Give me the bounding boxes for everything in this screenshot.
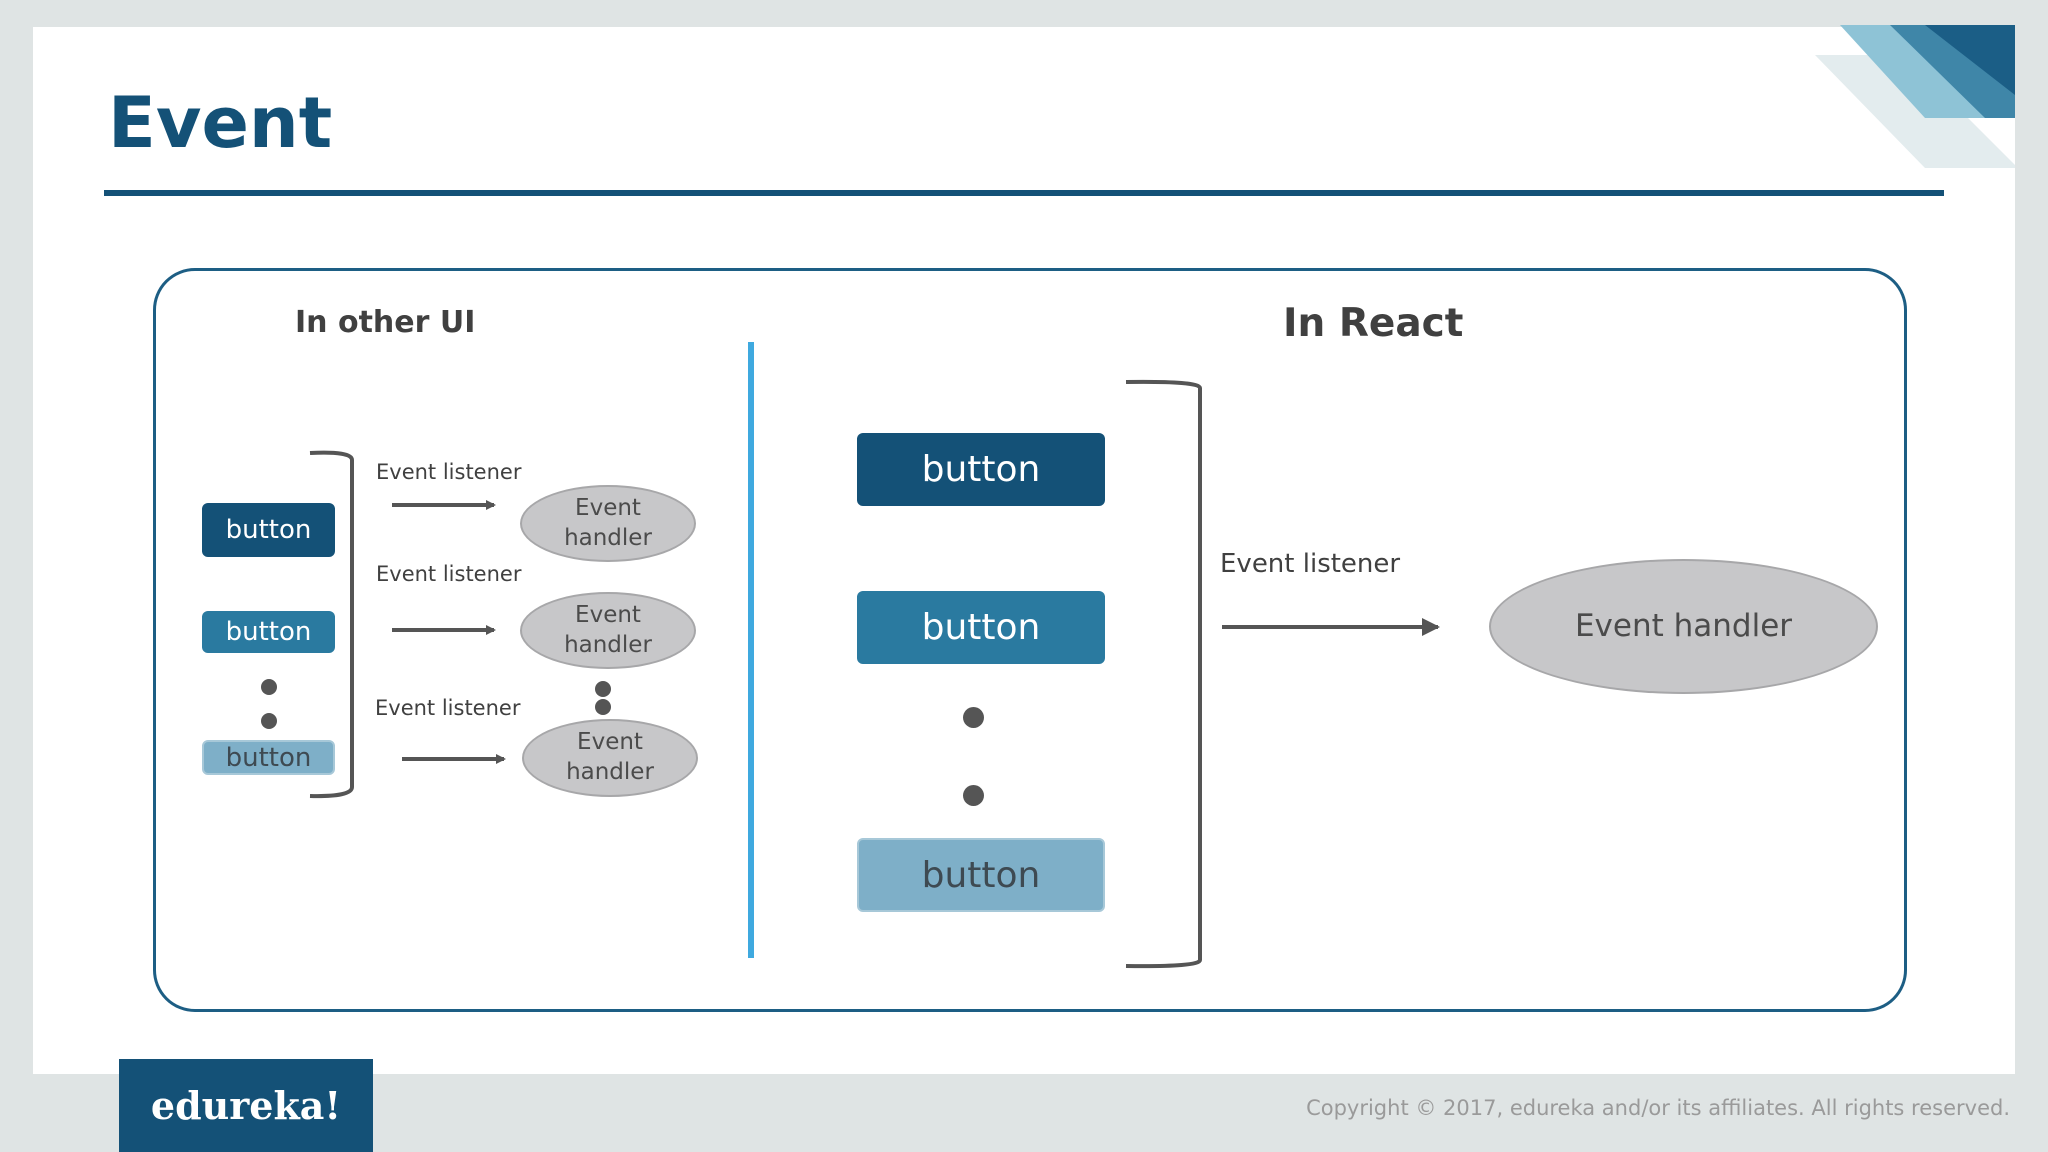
left-button-2[interactable]: button	[202, 611, 335, 653]
right-button-3[interactable]: button	[857, 838, 1105, 912]
right-ellipsis-dot	[963, 785, 984, 806]
right-ellipsis-dot	[963, 707, 984, 728]
left-event-handler-3: Event handler	[522, 719, 698, 797]
left-handler-ellipsis-dot	[595, 699, 611, 715]
right-button-2[interactable]: button	[857, 591, 1105, 664]
diagram-frame	[153, 268, 1907, 1012]
left-button-1[interactable]: button	[202, 503, 335, 557]
slide-title: Event	[108, 82, 333, 164]
left-listener-label-1: Event listener	[376, 460, 522, 484]
left-handler-label-1: Event handler	[564, 494, 652, 551]
right-bracket	[1125, 379, 1202, 969]
right-panel-heading: In React	[1283, 301, 1464, 346]
left-event-handler-1: Event handler	[520, 485, 696, 562]
left-ellipsis-dot	[261, 713, 277, 729]
left-handler-label-3: Event handler	[566, 729, 654, 785]
left-listener-label-3: Event listener	[375, 696, 521, 720]
corner-ribbon-dark	[1925, 25, 2015, 95]
left-bracket	[309, 450, 354, 799]
right-listener-label: Event listener	[1220, 549, 1401, 579]
edureka-logo: edureka!	[119, 1059, 373, 1152]
right-button-1[interactable]: button	[857, 433, 1105, 506]
title-underline	[104, 190, 1944, 196]
left-handler-label-2: Event handler	[564, 601, 652, 658]
left-ellipsis-dot	[261, 679, 277, 695]
corner-ribbon-mid	[1890, 25, 2015, 118]
right-event-handler: Event handler	[1489, 559, 1878, 694]
logo-text: edureka!	[150, 1083, 342, 1128]
left-button-3[interactable]: button	[202, 740, 335, 775]
left-listener-label-2: Event listener	[376, 562, 522, 586]
right-handler-label: Event handler	[1574, 608, 1793, 645]
left-panel-heading: In other UI	[295, 305, 476, 340]
copyright-notice: Copyright © 2017, edureka and/or its aff…	[1306, 1096, 2010, 1120]
corner-ribbon-pale	[1815, 55, 2015, 168]
left-event-handler-2: Event handler	[520, 592, 696, 669]
left-handler-ellipsis-dot	[595, 681, 611, 697]
